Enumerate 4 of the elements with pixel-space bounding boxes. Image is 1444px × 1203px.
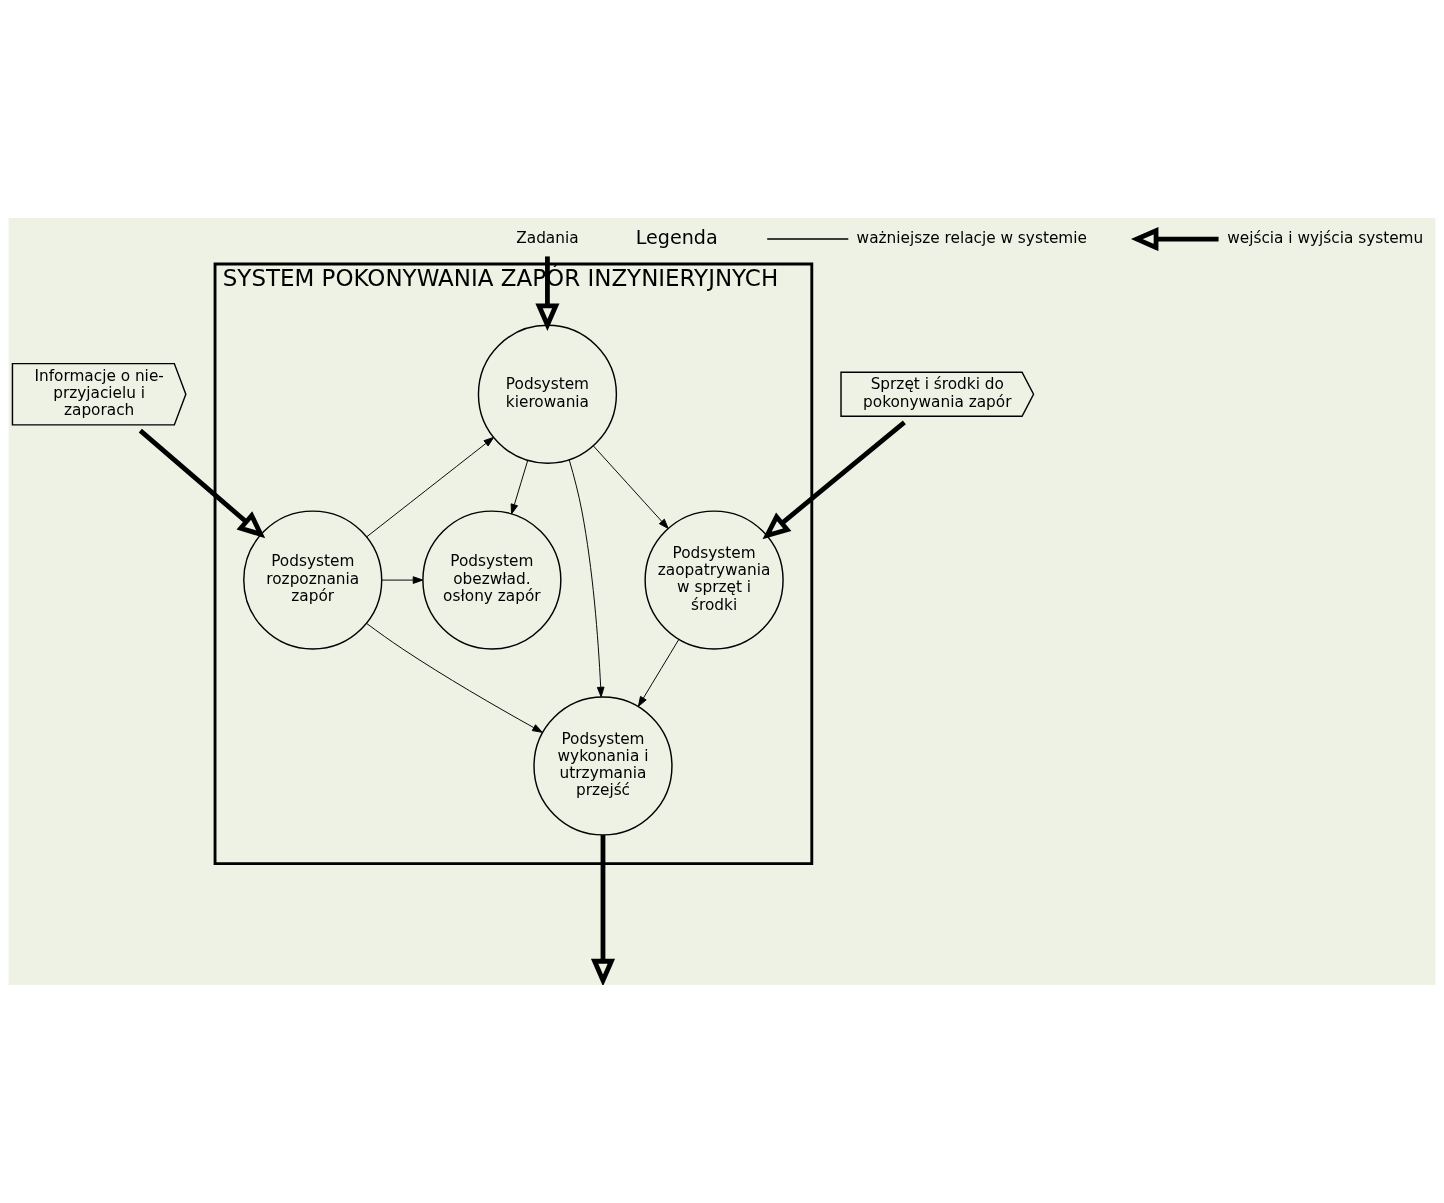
- node-text: Zadania: [516, 228, 579, 247]
- legend-label: wejścia i wyjścia systemu: [1227, 228, 1424, 247]
- label: Legenda: [635, 225, 718, 249]
- legend-label: ważniejsze relacje w systemie: [856, 228, 1087, 247]
